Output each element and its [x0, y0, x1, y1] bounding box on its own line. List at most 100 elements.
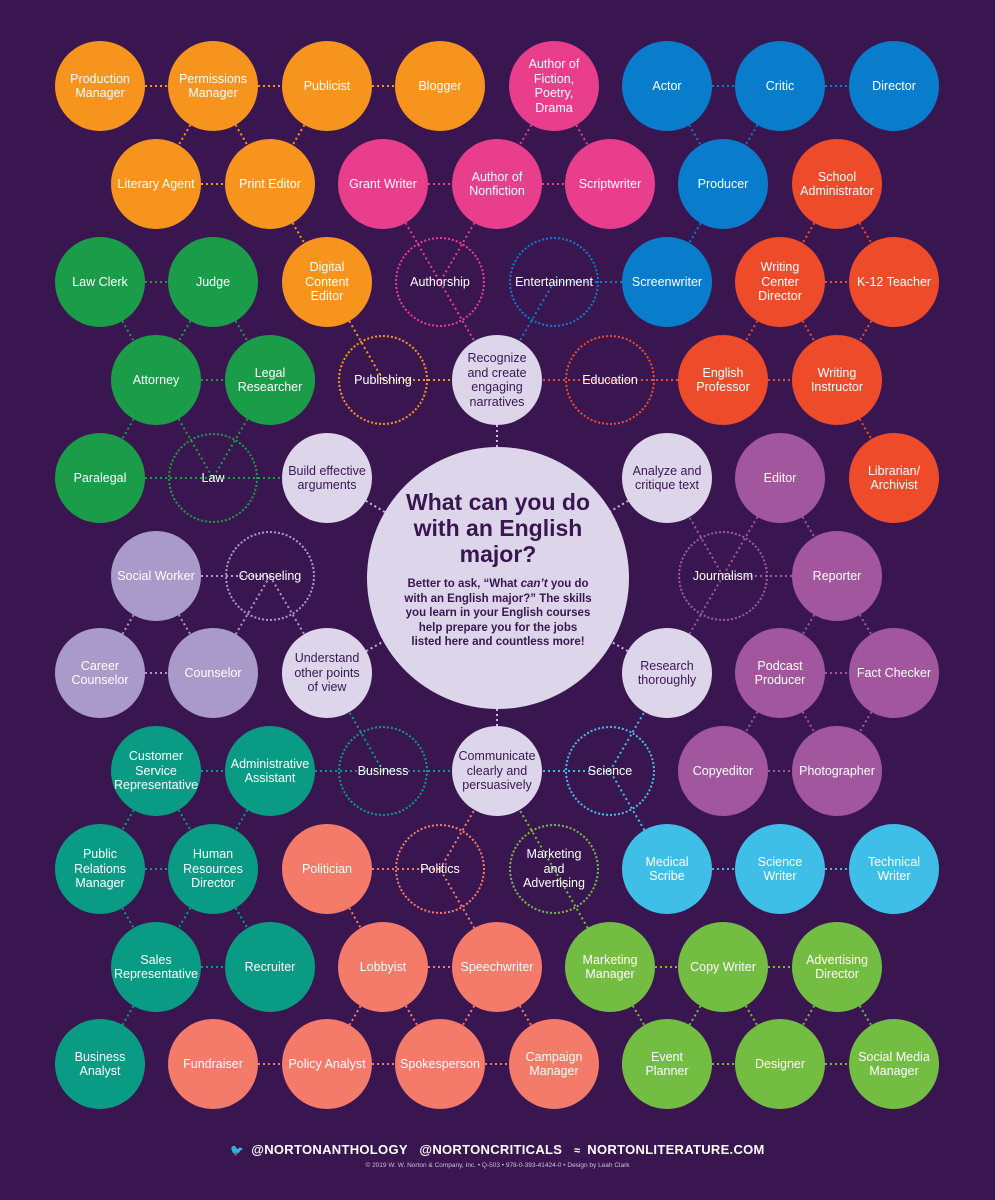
career-publicist: Publicist [282, 41, 372, 131]
career-speechwriter: Speechwriter [452, 922, 542, 1012]
career-label: Politician [301, 861, 353, 876]
footer-handle-anthology[interactable]: @NORTONANTHOLOGY [251, 1142, 408, 1157]
career-attorney: Attorney [111, 335, 201, 425]
field-politics: Politics [395, 824, 485, 914]
career-label: Recruiter [244, 959, 296, 974]
field-label: Journalism [692, 568, 754, 583]
career-label: Producer [697, 176, 749, 191]
career-event-planner: Event Planner [622, 1019, 712, 1109]
career-label: Copy Writer [690, 959, 756, 974]
career-label: Director [872, 78, 916, 93]
connector-c-podcast-producer-c-photographer [779, 672, 838, 772]
career-grant-writer: Grant Writer [338, 139, 428, 229]
field-label: Marketing and Advertising [523, 847, 585, 891]
career-label: Legal Researcher [237, 365, 303, 395]
career-label: Critic [765, 78, 795, 93]
connector-f-entertainment-s-narratives [496, 281, 555, 381]
connector-c-author-nonfiction-f-authorship [439, 183, 498, 283]
connector-f-counseling-s-viewpoints [269, 575, 328, 674]
career-label: Counselor [184, 665, 242, 680]
career-label: Fundraiser [183, 1056, 243, 1071]
career-literary-agent: Literary Agent [111, 139, 201, 229]
skill-research: Research thoroughly [622, 628, 712, 718]
connector-c-lobbyist-c-policy-analyst [326, 966, 384, 1065]
career-label: Author of Fiction, Poetry, Drama [528, 57, 580, 115]
career-judge: Judge [168, 237, 258, 327]
connector-c-advertising-director-c-social-media-manager [836, 966, 895, 1065]
career-label: Copyeditor [692, 763, 754, 778]
career-label: Literary Agent [117, 176, 195, 191]
connector-f-politics-s-communicate [439, 770, 498, 870]
connector-c-copy-writer-c-designer [722, 966, 781, 1065]
field-business: Business [338, 726, 428, 816]
career-law-clerk: Law Clerk [55, 237, 145, 327]
connector-c-publicist-c-print-editor [269, 85, 328, 185]
career-social-worker: Social Worker [111, 531, 201, 621]
connector-c-permissions-manager-c-print-editor [212, 85, 271, 185]
seagull-icon: ≈ [574, 1145, 581, 1157]
field-entertainment: Entertainment [509, 237, 599, 327]
career-label: Event Planner [645, 1049, 689, 1079]
field-label: Science [587, 763, 633, 778]
career-label: English Professor [696, 365, 750, 395]
connector-c-speechwriter-f-politics [439, 868, 498, 968]
career-hr-director: Human Resources Director [168, 824, 258, 914]
career-label: Actor [652, 78, 682, 93]
career-label: Editor [763, 470, 797, 485]
career-label: Science Writer [757, 854, 803, 884]
field-label: Counseling [238, 568, 302, 583]
skill-label: Communicate clearly and persuasively [458, 749, 536, 793]
career-copy-writer: Copy Writer [678, 922, 768, 1012]
career-director: Director [849, 41, 939, 131]
career-label: Social Media Manager [858, 1049, 930, 1079]
connector-c-judge-c-legal-researcher [212, 281, 271, 381]
connector-c-school-administrator-c-writing-center-director [779, 183, 838, 283]
career-career-counselor: Career Counselor [55, 628, 145, 718]
field-education: Education [565, 335, 655, 425]
connector-c-editor-f-journalism [722, 477, 781, 577]
connector-c-writing-center-director-c-english-professor [722, 281, 781, 381]
field-label: Law [201, 470, 225, 485]
career-podcast-producer: Podcast Producer [735, 628, 825, 718]
career-label: Lobbyist [359, 959, 407, 974]
skill-narratives: Recognize and create engaging narratives [452, 335, 542, 425]
career-label: Photographer [799, 763, 875, 778]
connector-c-politician-c-lobbyist [326, 868, 384, 968]
career-copyeditor: Copyeditor [678, 726, 768, 816]
career-author-fiction: Author of Fiction, Poetry, Drama [509, 41, 599, 131]
career-label: Business Analyst [74, 1049, 126, 1079]
career-politician: Politician [282, 824, 372, 914]
connector-c-medical-scribe-f-science [609, 770, 668, 870]
career-blogger: Blogger [395, 41, 485, 131]
career-label: Advertising Director [806, 952, 868, 982]
connector-c-public-relations-c-sales-rep [99, 868, 157, 968]
connector-f-business-s-viewpoints [326, 672, 384, 772]
skill-label: Research thoroughly [637, 658, 697, 688]
career-label: Career Counselor [71, 658, 129, 688]
footer-site-link[interactable]: NORTONLITERATURE.COM [587, 1142, 765, 1157]
connector-c-legal-researcher-f-law [212, 379, 271, 479]
career-label: Technical Writer [867, 854, 921, 884]
career-critic: Critic [735, 41, 825, 131]
career-label: School Administrator [800, 169, 874, 199]
connector-c-grant-writer-f-authorship [382, 183, 441, 283]
connector-c-copy-writer-c-event-planner [666, 966, 724, 1065]
footer-handle-criticals[interactable]: @NORTONCRITICALS [419, 1142, 563, 1157]
connector-c-marketing-manager-f-marketing [553, 868, 611, 968]
skill-arguments: Build effective arguments [282, 433, 372, 523]
field-law: Law [168, 433, 258, 523]
career-label: Blogger [418, 78, 462, 93]
career-customer-service: Customer Service Representative [111, 726, 201, 816]
field-label: Entertainment [515, 274, 593, 289]
career-designer: Designer [735, 1019, 825, 1109]
connector-c-speechwriter-c-campaign-manager [496, 966, 555, 1065]
career-label: Judge [195, 274, 231, 289]
connector-c-author-fiction-c-author-nonfiction [496, 85, 555, 185]
skill-communicate: Communicate clearly and persuasively [452, 726, 542, 816]
career-label: Social Worker [117, 568, 195, 583]
career-screenwriter: Screenwriter [622, 237, 712, 327]
field-authorship: Authorship [395, 237, 485, 327]
career-counselor: Counselor [168, 628, 258, 718]
career-lobbyist: Lobbyist [338, 922, 428, 1012]
connector-c-print-editor-c-digital-content-editor [269, 183, 328, 283]
